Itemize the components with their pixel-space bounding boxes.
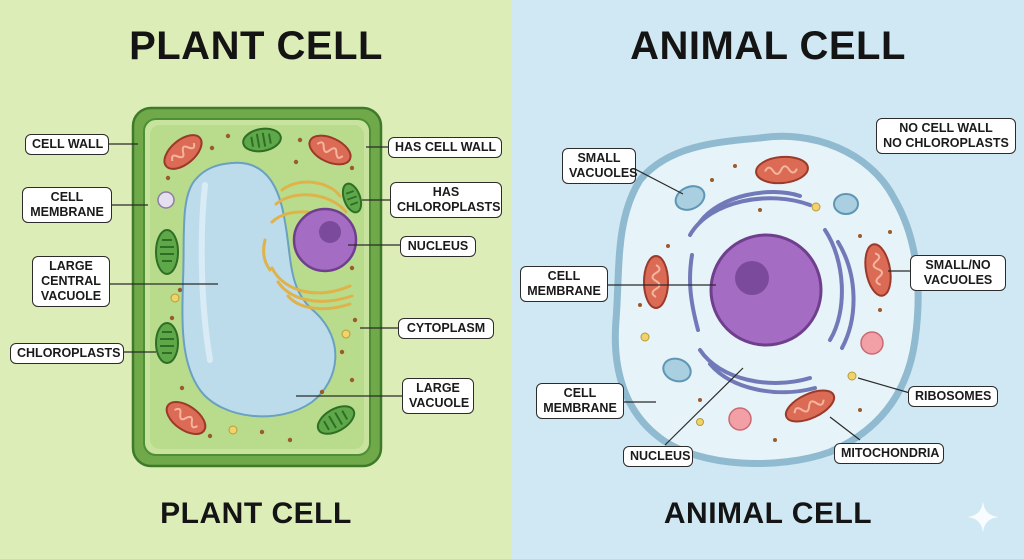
- plant-title-bottom: PLANT CELL: [160, 497, 352, 530]
- callout-has-cell-wall: HAS CELL WALL: [388, 137, 502, 158]
- plant-granules: [170, 293, 351, 435]
- callout-cell-wall: CELL WALL: [25, 134, 109, 155]
- plant-chloroplasts: [155, 127, 363, 435]
- vacuole-highlight: [198, 182, 213, 363]
- callout-chloroplasts: CHLOROPLASTS: [10, 343, 124, 364]
- animal-nucleus: [709, 233, 823, 347]
- animal-leader-lines: [608, 167, 911, 446]
- large-central-vacuole: [181, 161, 337, 418]
- animal-title-bottom: ANIMAL CELL: [663, 497, 873, 530]
- animal-cell: [611, 132, 922, 467]
- plant-nucleolus: [319, 221, 341, 243]
- animal-er: [688, 190, 856, 395]
- animal-small-vacuoles: [662, 185, 859, 383]
- callout-cytoplasm: CYTOPLASM: [398, 318, 494, 339]
- sparkle-icon: [967, 501, 999, 533]
- animal-mitochondria: [643, 155, 892, 423]
- callout-plant-nucleus: NUCLEUS: [400, 236, 476, 257]
- plant-cell: [131, 106, 383, 468]
- callout-animal-nucleus: NUCLEUS: [623, 446, 693, 467]
- animal-nucleolus: [735, 261, 769, 295]
- plant-mitochondria: [163, 134, 352, 435]
- callout-ribosomes: RIBOSOMES: [908, 386, 998, 407]
- animal-granules: [640, 202, 857, 426]
- animal-title-top: ANIMAL CELL: [630, 24, 906, 68]
- plant-ribosomes: [165, 133, 358, 443]
- animal-ribosome-dots: [638, 164, 892, 442]
- plant-vesicle: [157, 191, 175, 209]
- callout-mitochondria: MITOCHONDRIA: [834, 443, 944, 464]
- plant-golgi: [262, 180, 354, 311]
- plant-leader-lines: [108, 143, 402, 397]
- plant-title-top: PLANT CELL: [129, 24, 383, 68]
- animal-lysosomes: [728, 331, 884, 431]
